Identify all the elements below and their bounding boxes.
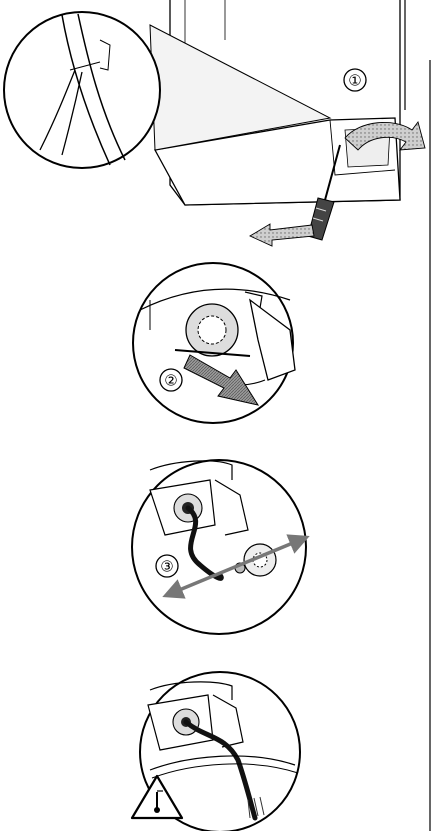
svg-text:③: ③ (160, 558, 173, 576)
step-3-illustration: ③ (132, 460, 306, 634)
step-2-illustration: ② (133, 263, 295, 423)
svg-text:①: ① (348, 72, 361, 90)
step-4-illustration (132, 672, 300, 831)
step-2-marker: ② (160, 369, 182, 391)
pull-arrow (250, 224, 314, 246)
step-3-marker: ③ (156, 555, 178, 577)
step-1-illustration: ① (4, 0, 425, 246)
svg-text:②: ② (164, 372, 177, 390)
step-1-marker: ① (344, 69, 366, 91)
